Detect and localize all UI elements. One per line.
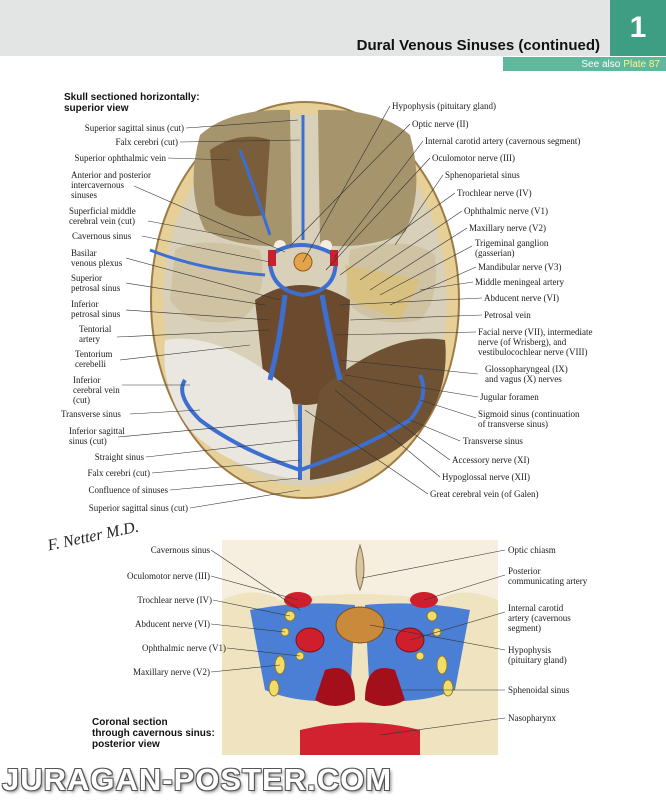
- label-trochlear-nerve: Trochlear nerve (IV): [457, 188, 532, 198]
- label-inferior-cerebral-vein: Inferior cerebral vein (cut): [73, 375, 120, 405]
- label-coronal-abducent-nerve: Abducent nerve (VI): [135, 619, 210, 629]
- label-inferior-sagittal-sinus: Inferior sagittal sinus (cut): [69, 426, 125, 446]
- label-jugular-foramen: Jugular foramen: [480, 392, 539, 402]
- label-tentorial-artery: Tentorial artery: [79, 324, 112, 344]
- label-hypoglossal-nerve: Hypoglossal nerve (XII): [442, 472, 530, 482]
- label-straight-sinus: Straight sinus: [94, 452, 144, 462]
- label-coronal-oculomotor-nerve: Oculomotor nerve (III): [127, 571, 210, 581]
- label-superficial-middle-cerebral-vein: Superficial middle cerebral vein (cut): [69, 206, 136, 226]
- label-falx-cerebri-cut: Falx cerebri (cut): [115, 137, 178, 147]
- label-tentorium-cerebelli: Tentorium cerebelli: [75, 349, 113, 369]
- label-cavernous-sinus: Cavernous sinus: [72, 231, 132, 241]
- see-also-plate-link[interactable]: Plate 87: [623, 58, 660, 70]
- coronal-section: [222, 540, 498, 755]
- label-coronal-ophthalmic-nerve: Ophthalmic nerve (V1): [142, 643, 226, 653]
- skull-horizontal-section: [149, 101, 460, 499]
- label-superior-sagittal-sinus-cut: Superior sagittal sinus (cut): [84, 123, 184, 133]
- label-coronal-hypophysis: Hypophysis (pituitary gland): [508, 645, 567, 665]
- label-maxillary-nerve: Maxillary nerve (V2): [469, 223, 546, 233]
- see-also-bar: See also Plate 87: [503, 57, 666, 71]
- label-nasopharynx: Nasopharynx: [508, 713, 556, 723]
- label-middle-meningeal-artery: Middle meningeal artery: [475, 277, 564, 287]
- label-inferior-petrosal-sinus: Inferior petrosal sinus: [71, 299, 121, 319]
- see-also-label: See also: [581, 58, 621, 70]
- label-transverse-sinus-left: Transverse sinus: [61, 409, 121, 419]
- page-title: Dural Venous Sinuses (continued): [356, 37, 600, 54]
- label-intercavernous-sinuses: Anterior and posterior intercavernous si…: [71, 170, 151, 200]
- label-sphenoidal-sinus: Sphenoidal sinus: [508, 685, 570, 695]
- figure-top-caption: Skull sectioned horizontally: superior v…: [64, 92, 200, 114]
- label-optic-nerve: Optic nerve (II): [412, 119, 469, 129]
- section-number-tab: 1: [610, 0, 666, 56]
- label-petrosal-vein: Petrosal vein: [484, 310, 531, 320]
- label-coronal-internal-carotid-artery: Internal carotid artery (cavernous segme…: [508, 603, 571, 633]
- watermark: JURAGAN-POSTER.COM: [2, 762, 393, 797]
- label-superior-sagittal-sinus-cut-lower: Superior sagittal sinus (cut): [88, 503, 188, 513]
- label-transverse-sinus-right: Transverse sinus: [463, 436, 523, 446]
- label-optic-chiasm: Optic chiasm: [508, 545, 556, 555]
- label-trigeminal-ganglion: Trigeminal ganglion (gasserian): [475, 238, 549, 258]
- label-facial-vestibulocochlear-nerves: Facial nerve (VII), intermediate nerve (…: [478, 327, 593, 357]
- label-mandibular-nerve: Mandibular nerve (V3): [478, 262, 562, 272]
- label-coronal-maxillary-nerve: Maxillary nerve (V2): [133, 667, 210, 677]
- label-basilar-venous-plexus: Basilar venous plexus: [71, 248, 123, 268]
- label-confluence-of-sinuses: Confluence of sinuses: [88, 485, 168, 495]
- label-falx-cerebri-cut-lower: Falx cerebri (cut): [87, 468, 150, 478]
- label-accessory-nerve: Accessory nerve (XI): [452, 455, 530, 465]
- label-sphenoparietal-sinus: Sphenoparietal sinus: [445, 170, 520, 180]
- label-glossopharyngeal-vagus-nerves: Glossopharyngeal (IX) and vagus (X) nerv…: [485, 364, 568, 384]
- label-oculomotor-nerve: Oculomotor nerve (III): [432, 153, 515, 163]
- label-hypophysis: Hypophysis (pituitary gland): [392, 101, 496, 111]
- label-great-cerebral-vein: Great cerebral vein (of Galen): [430, 489, 539, 499]
- artist-signature: F. Netter M.D.: [46, 518, 141, 555]
- figure-bottom-caption: Coronal section through cavernous sinus:…: [92, 717, 215, 750]
- header-band: [0, 0, 610, 56]
- label-internal-carotid-artery: Internal carotid artery (cavernous segme…: [425, 136, 581, 146]
- label-coronal-cavernous-sinus: Cavernous sinus: [150, 545, 210, 555]
- label-superior-ophthalmic-vein: Superior ophthalmic vein: [74, 153, 166, 163]
- label-ophthalmic-nerve: Ophthalmic nerve (V1): [464, 206, 548, 216]
- label-superior-petrosal-sinus: Superior petrosal sinus: [71, 273, 121, 293]
- label-coronal-trochlear-nerve: Trochlear nerve (IV): [137, 595, 212, 605]
- label-posterior-communicating-artery: Posterior communicating artery: [508, 566, 588, 586]
- label-sigmoid-sinus: Sigmoid sinus (continuation of transvers…: [478, 409, 580, 429]
- label-abducent-nerve: Abducent nerve (VI): [484, 293, 559, 303]
